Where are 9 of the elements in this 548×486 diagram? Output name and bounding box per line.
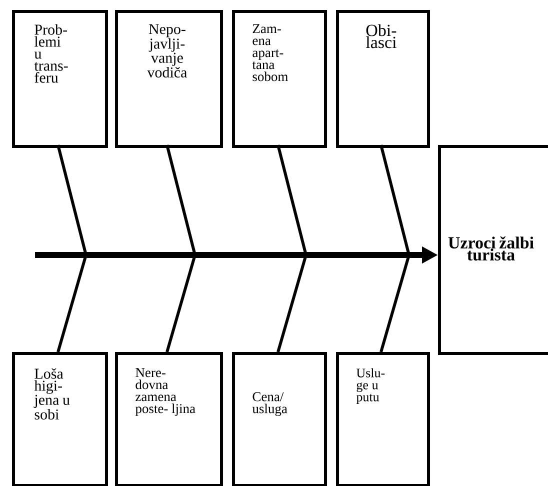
cause-box: Nere- dovna zamena poste- ljina [115,352,223,486]
cause-box: Obi- lasci [336,10,430,148]
effect-box: Uzroci žalbi turista [438,145,548,355]
cause-box: Prob- lemi u trans- feru [12,10,108,148]
cause-box: Loša higi- jena u sobi [12,352,108,486]
cause-box: Nepo- javlji- vanje vodiča [115,10,223,148]
cause-box: Uslu- ge u putu [336,352,430,486]
cause-box: Zam- ena apart- tana sobom [232,10,327,148]
cause-box: Cena/ usluga [232,352,327,486]
